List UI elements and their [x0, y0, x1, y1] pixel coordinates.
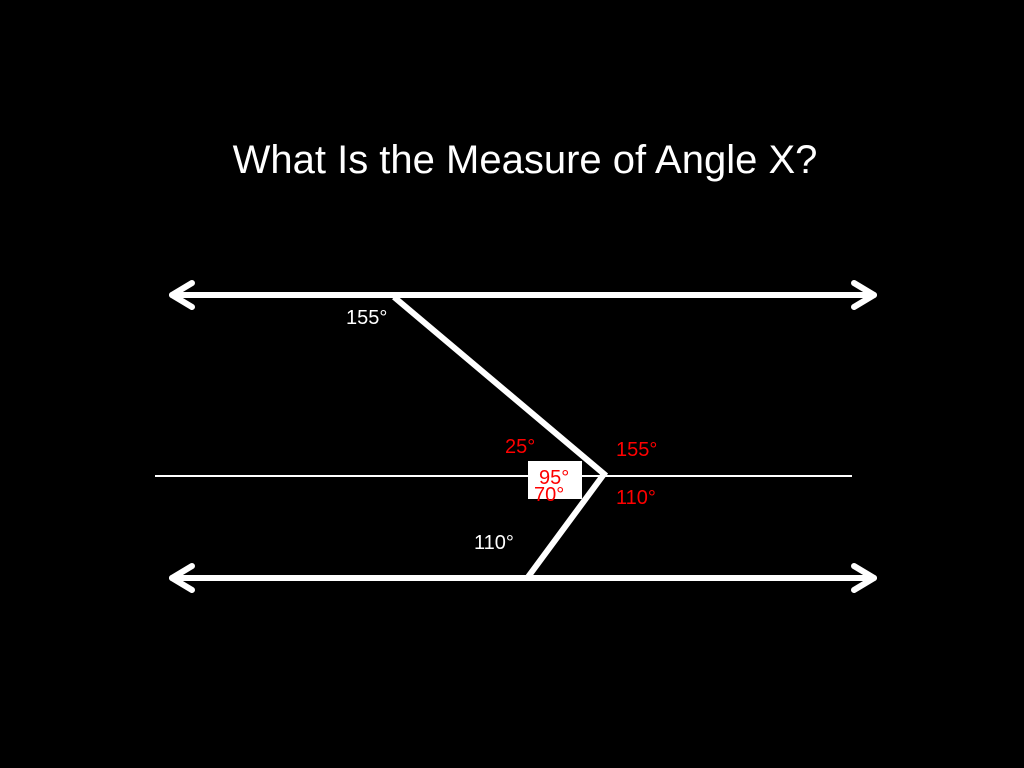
top-line-right-arrowhead — [851, 280, 877, 310]
angle-label-70: 70° — [534, 484, 565, 506]
angle-label-110-bottom: 110° — [474, 532, 514, 554]
bent-transversal — [392, 294, 609, 579]
angle-label-155-right: 155° — [616, 439, 658, 461]
slide-title: What Is the Measure of Angle X? — [232, 138, 818, 182]
answer-cover-box — [528, 461, 582, 499]
bottom-line-right-arrowhead — [851, 563, 877, 593]
bottom-line-left-arrowhead — [169, 563, 195, 593]
angle-label-110-right: 110° — [616, 487, 656, 509]
angle-label-25: 25° — [505, 436, 536, 458]
top-line-left-arrowhead — [169, 280, 195, 310]
angle-x-label-95: 95° — [539, 467, 570, 489]
angle-label-155-top: 155° — [346, 307, 388, 329]
